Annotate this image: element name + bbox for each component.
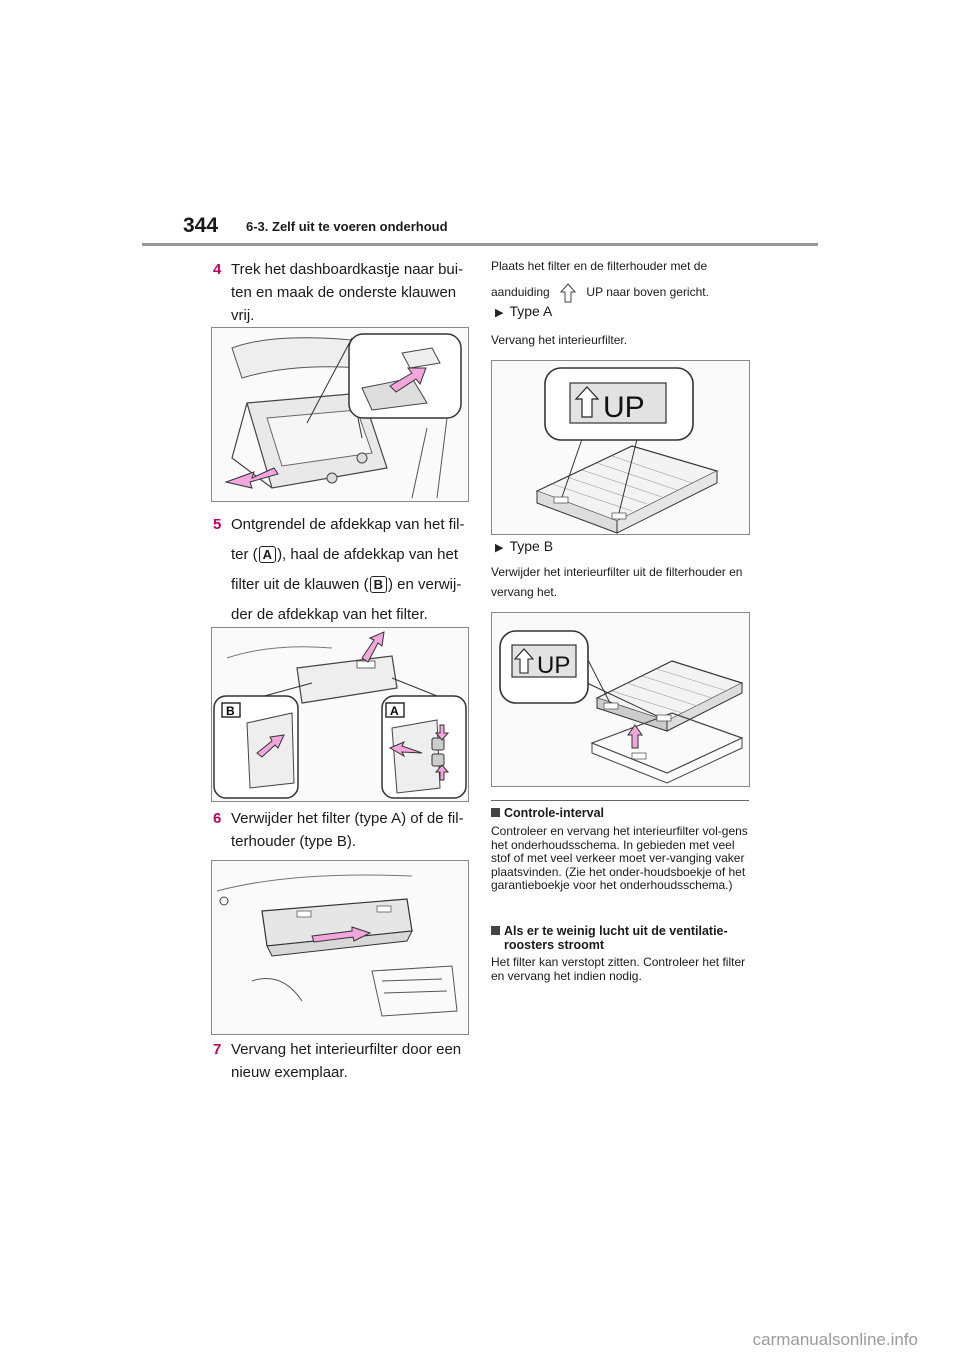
fig-label-a: A [390, 704, 399, 718]
section-heading-airflow: Als er te weinig lucht uit de ventilatie… [491, 924, 764, 952]
section-divider [491, 800, 749, 801]
glovebox-drawing [224, 333, 462, 499]
filter-cover-illustration: B A [211, 627, 469, 802]
type-b-heading: ▶Type B [495, 538, 554, 554]
step-6: 6 Verwijder het filter (type A) of de fi… [213, 807, 473, 853]
section-heading-interval: Controle-interval [491, 806, 751, 820]
type-a-heading: ▶Type A [495, 303, 553, 319]
type-b-filter-illustration: UP [491, 612, 750, 787]
up-label: UP [603, 391, 645, 424]
step-text: Trek het dashboardkastje naar bui-ten en… [231, 261, 464, 324]
label-a-badge: A [258, 546, 277, 563]
step-text: Vervang het interieurfilter door een nie… [231, 1041, 462, 1081]
intro-line-2: aanduiding UP naar boven gericht. [491, 282, 751, 303]
step-number: 7 [213, 1041, 222, 1058]
page-number: 344 [183, 214, 219, 237]
label-b-badge: B [369, 576, 387, 593]
watermark: carmanualsonline.info [752, 1330, 918, 1349]
filter-cover-drawing: B A [213, 631, 467, 799]
filter-removal-illustration [211, 860, 469, 1035]
step-number: 5 [213, 516, 222, 533]
step-text: Ontgrendel de afdekkap van het fil-ter (… [231, 516, 465, 623]
square-bullet-icon [491, 808, 500, 817]
step-7: 7 Vervang het interieurfilter door een n… [213, 1038, 473, 1084]
up-arrow-icon [553, 282, 583, 303]
section-body-interval: Controleer en vervang het interieurfilte… [491, 824, 748, 892]
section-title: 6-3. Zelf uit te voeren onderhoud [246, 219, 448, 234]
step-5: 5 Ontgrendel de afdekkap van het fil-ter… [213, 510, 473, 630]
type-b-text: Verwijder het interieurfilter uit de fil… [491, 565, 743, 599]
type-a-text: Vervang het interieurfilter. [491, 333, 628, 347]
filter-removal-drawing [216, 874, 458, 1017]
type-a-filter-drawing: UP [535, 367, 719, 534]
step-4: 4 Trek het dashboardkastje naar bui-ten … [213, 258, 473, 327]
up-label: UP [537, 652, 570, 679]
step-text: Verwijder het filter (type A) of de fil-… [231, 810, 464, 850]
triangle-bullet-icon: ▶ [495, 542, 504, 554]
step-number: 6 [213, 810, 222, 827]
intro-line-1: Plaats het filter en de filterhouder met… [491, 259, 708, 273]
glovebox-illustration [211, 327, 469, 502]
header-divider [142, 243, 818, 246]
triangle-bullet-icon: ▶ [495, 307, 504, 319]
type-a-filter-illustration: UP [491, 360, 750, 535]
type-b-filter-drawing: UP [499, 630, 744, 784]
square-bullet-icon [491, 926, 500, 935]
section-body-airflow: Het filter kan verstopt zitten. Controle… [491, 955, 746, 983]
step-number: 4 [213, 261, 222, 278]
fig-label-b: B [226, 704, 235, 718]
